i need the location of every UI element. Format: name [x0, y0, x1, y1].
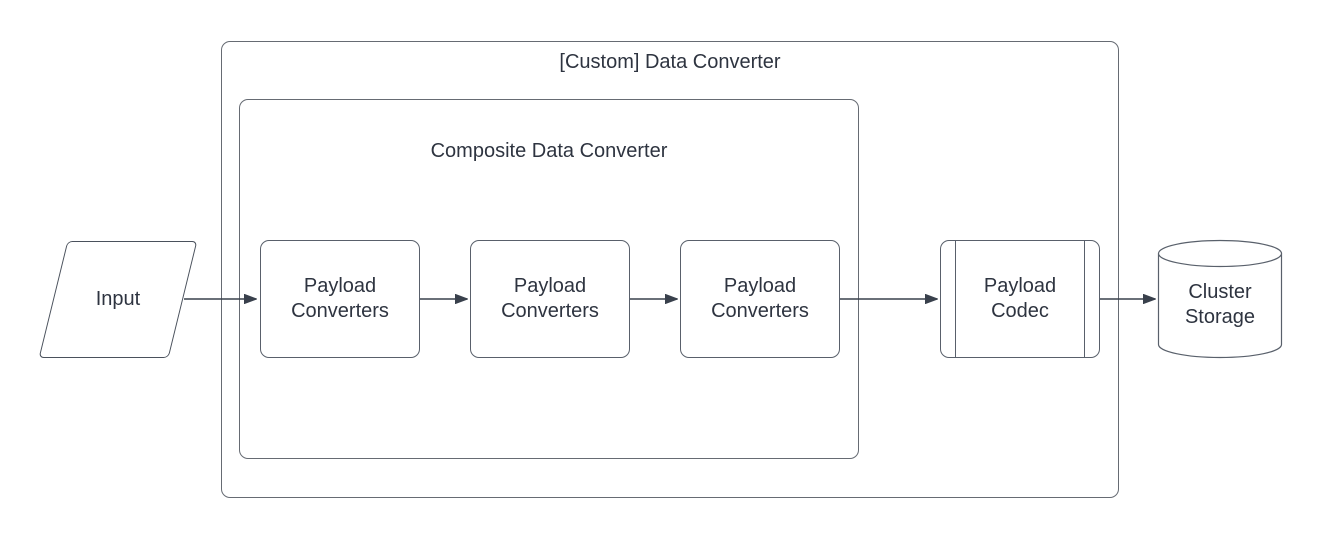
composite-data-converter-container: Composite Data Converter — [239, 99, 859, 459]
payload-codec-label: Payload Codec — [983, 275, 1057, 322]
payload-converters-node-1: Payload Converters — [260, 240, 420, 358]
codec-left-inset-line — [955, 241, 956, 357]
payload-converters-label-3: Payload Converters — [711, 275, 809, 322]
payload-converters-label-1: Payload Converters — [291, 275, 389, 322]
payload-converters-node-2: Payload Converters — [470, 240, 630, 358]
custom-data-converter-title: [Custom] Data Converter — [559, 51, 781, 73]
input-node-label: Input — [95, 288, 141, 310]
payload-codec-node: Payload Codec — [940, 240, 1100, 358]
cluster-storage-node-label: Cluster Storage — [1184, 281, 1256, 328]
payload-converters-label-2: Payload Converters — [501, 275, 599, 322]
custom-data-converter-container: [Custom] Data Converter — [221, 41, 1119, 498]
codec-right-inset-line — [1084, 241, 1085, 357]
composite-data-converter-title: Composite Data Converter — [430, 140, 668, 162]
payload-converters-node-3: Payload Converters — [680, 240, 840, 358]
